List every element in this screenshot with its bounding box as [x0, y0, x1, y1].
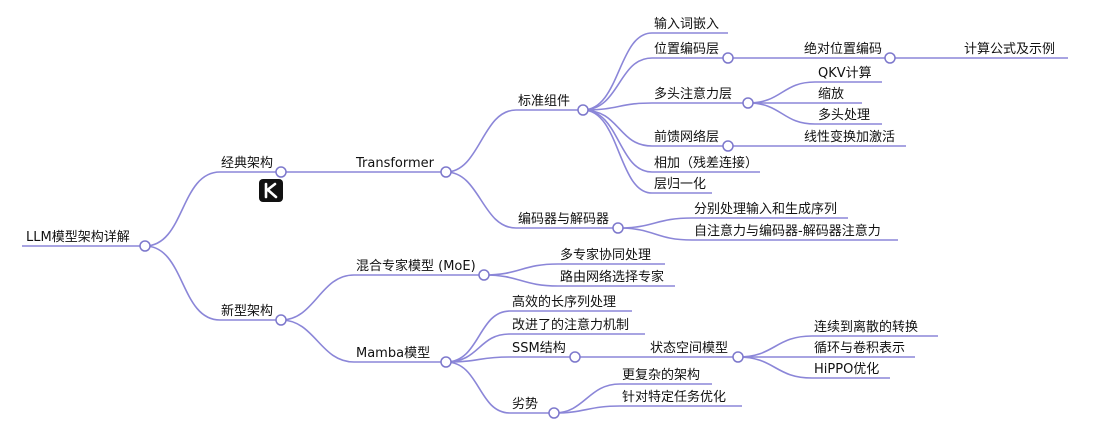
node-weakness[interactable]: 劣势: [512, 396, 538, 412]
node-formula-example[interactable]: 计算公式及示例: [964, 42, 1055, 57]
node-multi-expert[interactable]: 多专家协同处理: [560, 247, 651, 263]
node-efficient-long-seq[interactable]: 高效的长序列处理: [512, 294, 616, 310]
node-task-specific[interactable]: 针对特定任务优化: [622, 389, 726, 405]
node-ffn[interactable]: 前馈网络层: [654, 129, 719, 145]
mindmap-underlines: [22, 32, 1068, 414]
toggle-new-arch[interactable]: [275, 314, 287, 326]
mindmap-node-toggles: [139, 52, 896, 419]
mindmap-labels: LLM模型架构详解 经典架构 新型架构 Transformer 标准组件 编码器…: [26, 16, 1055, 412]
toggle-ssm[interactable]: [569, 351, 581, 363]
toggle-classic[interactable]: [275, 166, 287, 178]
k-logo-icon: [259, 179, 283, 202]
node-hippo[interactable]: HiPPO优化: [814, 362, 879, 377]
node-layer-norm[interactable]: 层归一化: [654, 177, 706, 192]
node-positional-encoding[interactable]: 位置编码层: [654, 42, 719, 57]
node-improved-attention[interactable]: 改进了的注意力机制: [512, 317, 629, 333]
toggle-mamba[interactable]: [440, 356, 452, 368]
toggle-root[interactable]: [139, 240, 151, 252]
toggle-pos-encoding[interactable]: [722, 52, 734, 64]
node-mamba[interactable]: Mamba模型: [356, 346, 430, 361]
node-loop-conv[interactable]: 循环与卷积表示: [814, 340, 905, 356]
node-residual[interactable]: 相加（残差连接）: [654, 155, 758, 171]
node-continuous-discrete[interactable]: 连续到离散的转换: [814, 319, 918, 335]
node-absolute-position[interactable]: 绝对位置编码: [804, 41, 882, 57]
node-complex-arch[interactable]: 更复杂的架构: [622, 367, 700, 383]
toggle-mha[interactable]: [742, 97, 754, 109]
node-multi-head-processing[interactable]: 多头处理: [818, 107, 870, 123]
toggle-transformer[interactable]: [440, 166, 452, 178]
toggle-weakness[interactable]: [548, 407, 560, 419]
node-scale[interactable]: 缩放: [818, 86, 844, 102]
node-transformer[interactable]: Transformer: [355, 156, 435, 171]
node-router[interactable]: 路由网络选择专家: [560, 269, 664, 285]
toggle-moe[interactable]: [478, 269, 490, 281]
node-state-space-model[interactable]: 状态空间模型: [650, 341, 728, 356]
node-moe[interactable]: 混合专家模型 (MoE): [356, 258, 476, 274]
node-encoder-decoder[interactable]: 编码器与解码器: [518, 212, 609, 227]
node-new-architecture[interactable]: 新型架构: [221, 303, 273, 319]
node-input-embedding[interactable]: 输入词嵌入: [654, 16, 719, 32]
node-qkv[interactable]: QKV计算: [818, 66, 872, 81]
mindmap-edges: [144, 32, 960, 414]
toggle-ffn[interactable]: [722, 140, 734, 152]
node-self-cross-attention[interactable]: 自注意力与编码器-解码器注意力: [694, 223, 881, 239]
toggle-standard[interactable]: [577, 104, 589, 116]
toggle-absolute[interactable]: [884, 52, 896, 64]
toggle-state-space[interactable]: [732, 351, 744, 363]
node-separate-processing[interactable]: 分别处理输入和生成序列: [694, 201, 837, 217]
node-classic-architecture[interactable]: 经典架构: [221, 156, 273, 171]
node-multi-head-attention[interactable]: 多头注意力层: [654, 86, 732, 102]
node-ssm[interactable]: SSM结构: [512, 341, 566, 356]
node-root[interactable]: LLM模型架构详解: [26, 230, 130, 245]
node-standard-components[interactable]: 标准组件: [518, 94, 570, 109]
toggle-encdec[interactable]: [612, 222, 624, 234]
node-linear-activation[interactable]: 线性变换加激活: [804, 129, 895, 145]
